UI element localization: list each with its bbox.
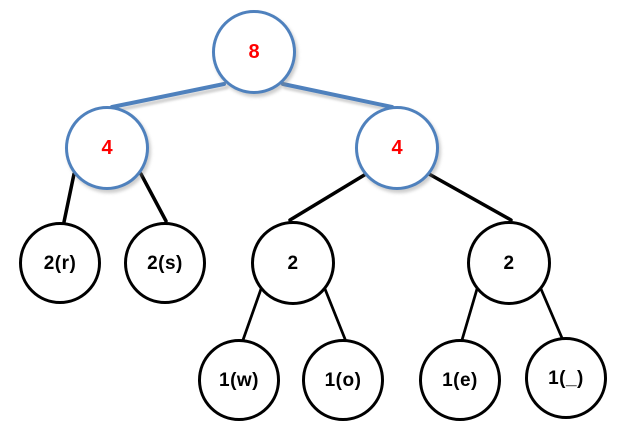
- tree-node-2r: 2(r): [19, 222, 101, 304]
- tree-node-1e: 1(e): [419, 339, 501, 421]
- node-label: 2: [503, 252, 515, 274]
- edge-left4-to-2r: [62, 172, 76, 224]
- tree-node-1o: 1(o): [302, 339, 384, 421]
- edge-2midright-to-1e: [460, 287, 479, 342]
- edge-right4-to-2midleft: [288, 172, 368, 222]
- tree-node-2-mid-right: 2: [467, 221, 551, 305]
- node-label: 1(_): [548, 367, 584, 389]
- node-label: 4: [391, 137, 403, 159]
- tree-node-1-underscore: 1(_): [525, 337, 607, 419]
- tree-node-left-4: 4: [65, 106, 149, 190]
- blue-edge-shadows: [112, 85, 397, 113]
- node-label: 2: [287, 252, 299, 274]
- tree-node-root-8: 8: [212, 10, 296, 94]
- edge-root-to-left4: [110, 82, 226, 109]
- tree-node-2s: 2(s): [124, 222, 206, 304]
- edge-2midleft-to-1w: [241, 287, 263, 342]
- node-label: 1(e): [442, 369, 478, 391]
- node-label: 2(s): [147, 252, 183, 274]
- tree-node-right-4: 4: [355, 106, 439, 190]
- node-label: 1(o): [324, 369, 362, 391]
- edge-root-to-right4: [281, 82, 394, 109]
- edge-2midright-to-1underscore: [539, 287, 564, 340]
- node-label: 4: [101, 137, 113, 159]
- node-label: 8: [248, 41, 260, 63]
- edge-right4-to-2midright: [427, 172, 513, 222]
- node-label: 2(r): [43, 252, 77, 274]
- tree-node-1w: 1(w): [198, 339, 280, 421]
- edge-2midleft-to-1o: [323, 287, 347, 341]
- node-label: 1(w): [219, 369, 259, 391]
- edge-left4-to-2s: [139, 172, 168, 223]
- tree-node-2-mid-left: 2: [251, 221, 335, 305]
